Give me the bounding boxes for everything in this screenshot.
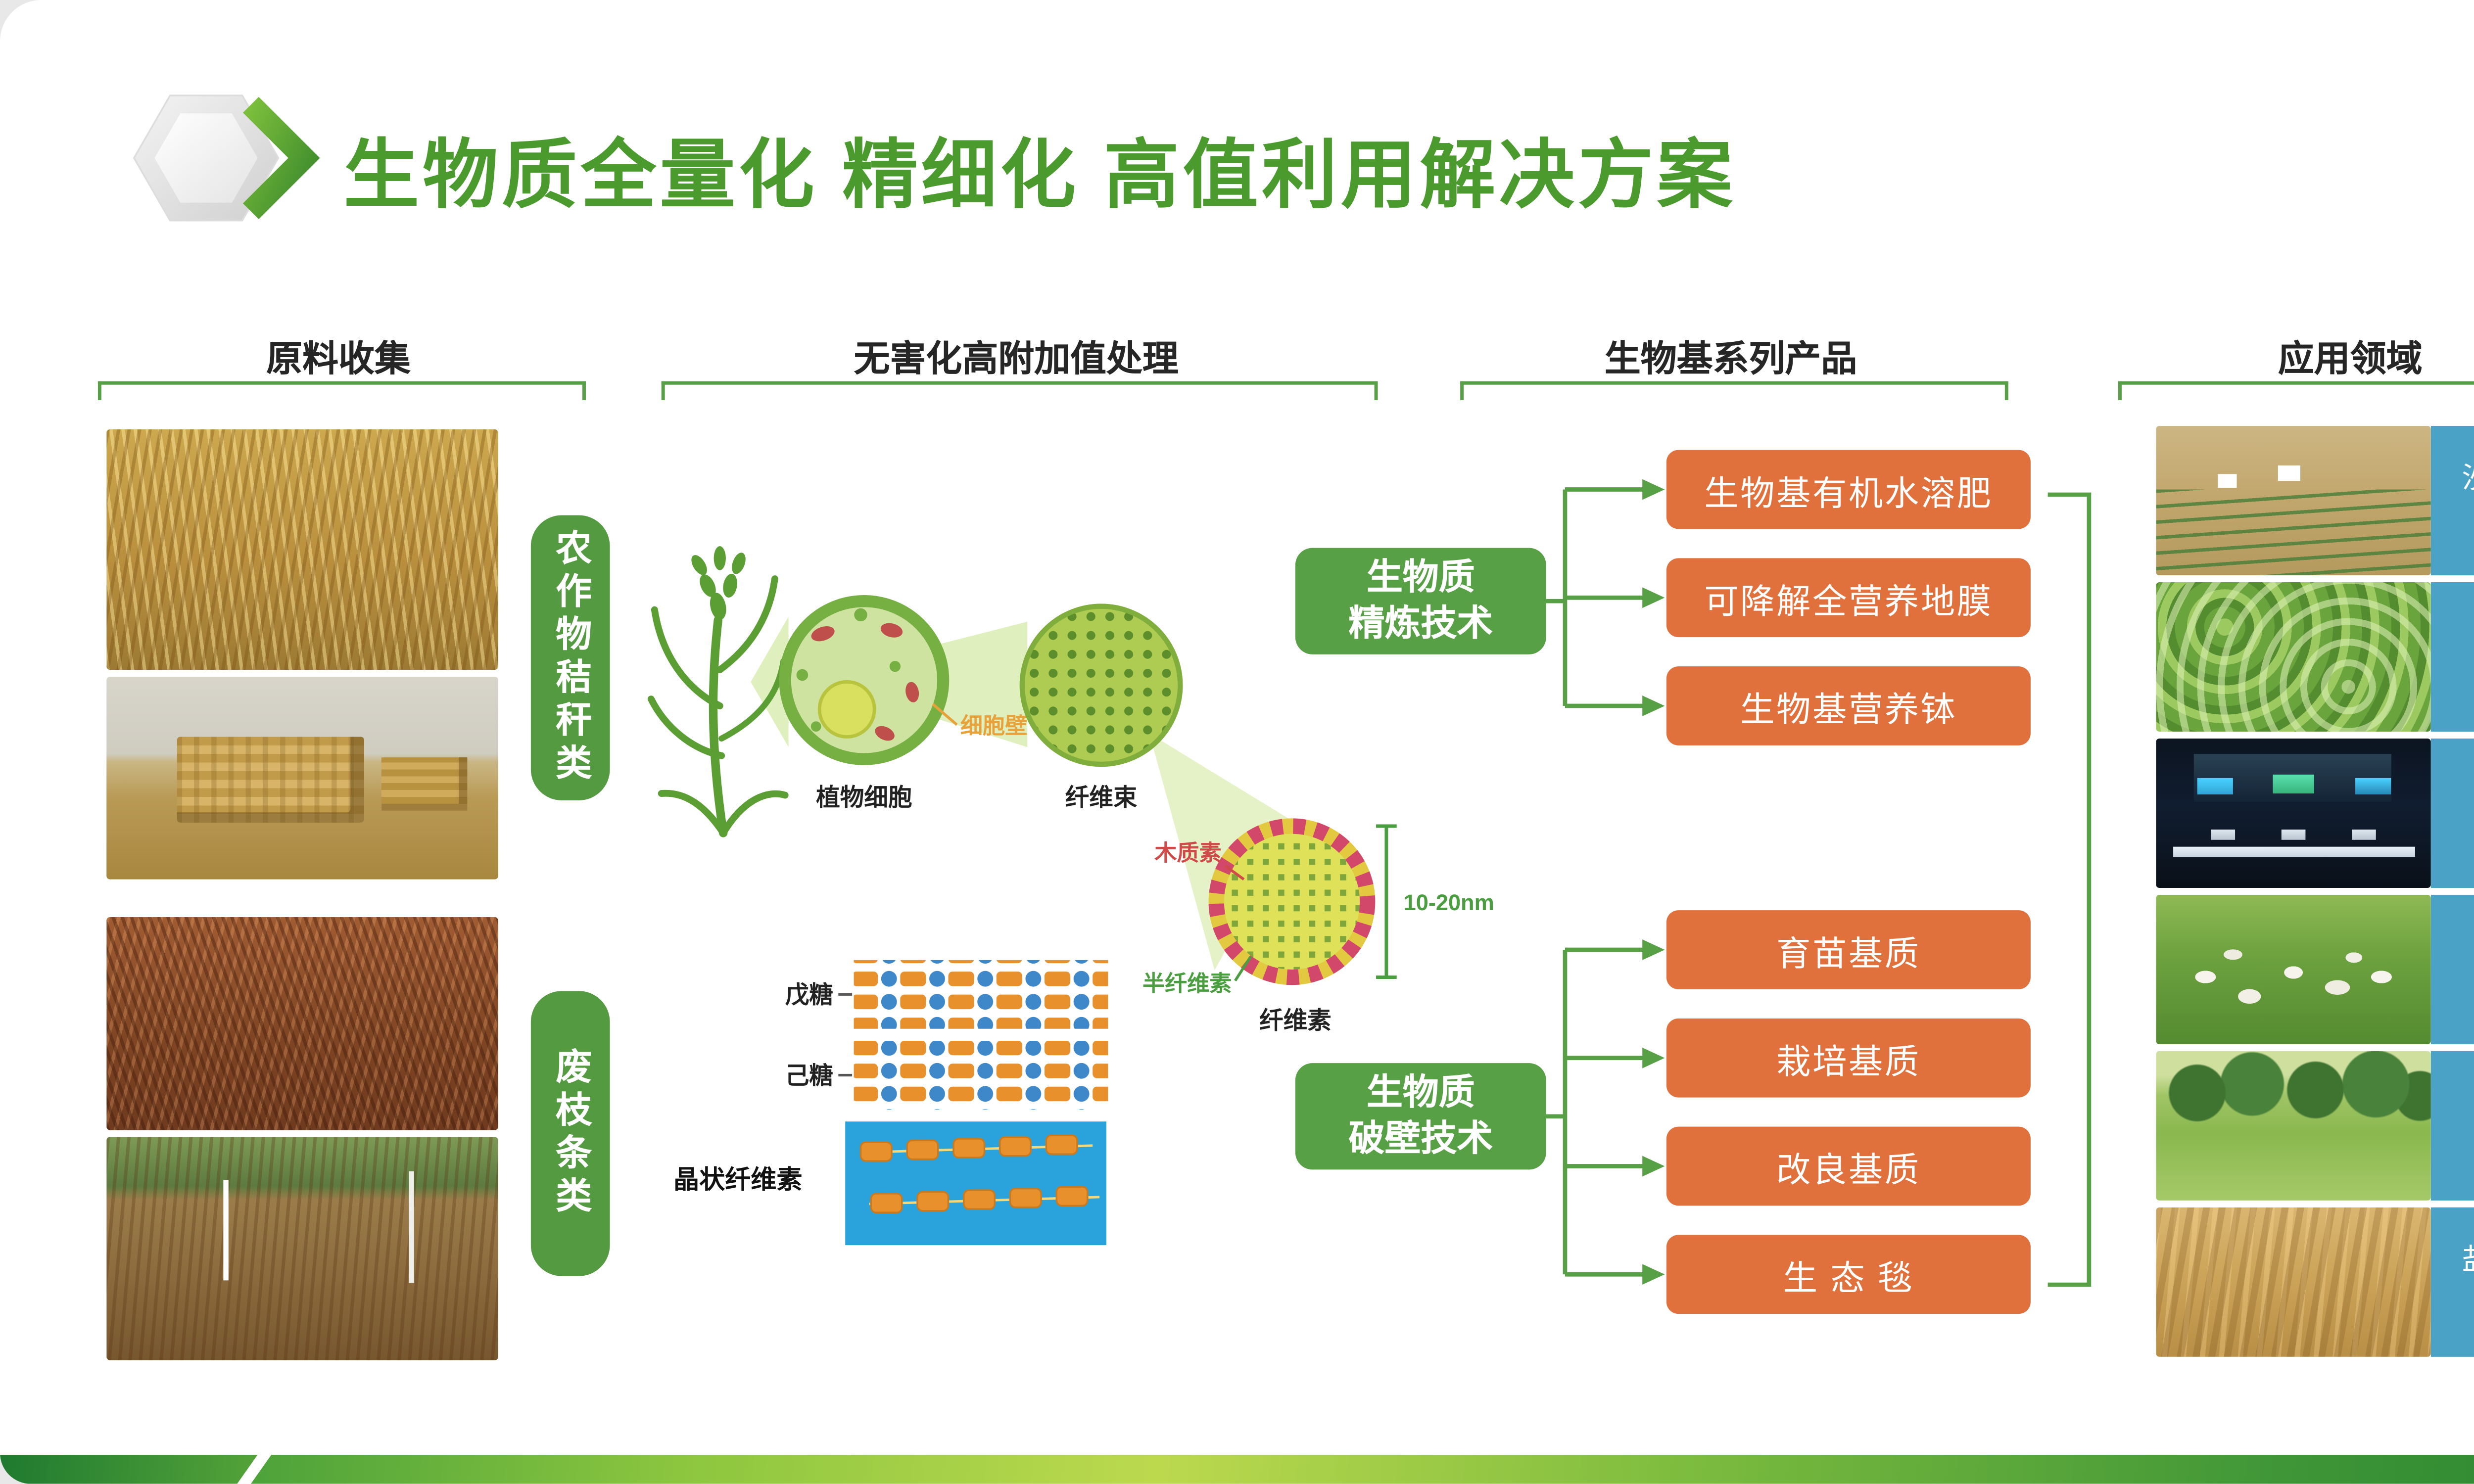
crystalline-cellulose-diagram xyxy=(845,1121,1106,1246)
tech-box-refining: 生物质 精炼技术 xyxy=(1295,548,1546,654)
product-box-improvement-substrate: 改良基质 xyxy=(1666,1126,2031,1206)
pentose-label: 戊糖 xyxy=(785,982,833,1009)
hexose-label: 己糖 xyxy=(785,1063,833,1089)
hexagon-chevron-icon xyxy=(133,94,320,222)
photo-orchard-prunings xyxy=(106,1137,498,1360)
app-label-desert-control: 沙漠化 治理 xyxy=(2430,426,2474,576)
cellulose-label: 纤维素 xyxy=(1259,1008,1332,1034)
app-label-saline-soil: 盐碱地 改良 xyxy=(2430,1207,2474,1357)
hemicellulose-label: 半纤维素 xyxy=(1142,971,1232,996)
photo-livestock xyxy=(2156,894,2431,1044)
cell-wall-leader-line xyxy=(932,703,958,726)
category-crop-straw: 农作物秸秆类 xyxy=(530,515,610,800)
bottom-ribbon xyxy=(250,1454,2474,1484)
product-box-nutrient-pot: 生物基营养钵 xyxy=(1666,666,2031,745)
page-title: 生物质全量化 精细化 高值利用解决方案 xyxy=(343,134,1736,218)
section-header-collection: 原料收集 xyxy=(266,340,411,380)
app-label-livestock: 畜牧 养殖 xyxy=(2430,894,2474,1044)
hexose-molecule-diagram xyxy=(854,1041,1108,1110)
photo-desert-control xyxy=(2156,426,2431,576)
bottom-ribbon-left xyxy=(0,1455,258,1484)
app-label-landscaping: 园林 绿化 xyxy=(2430,1051,2474,1201)
section-header-products: 生物基系列产品 xyxy=(1604,340,1857,380)
cell-wall-label: 细胞壁 xyxy=(960,713,1027,739)
crystalline-cellulose-label: 晶状纤维素 xyxy=(673,1166,802,1195)
section-header-processing: 无害化高附加值处理 xyxy=(854,340,1179,380)
tech-box-wall-breaking-line1: 生物质 xyxy=(1366,1072,1475,1113)
lignin-label: 木质素 xyxy=(1154,840,1221,865)
category-waste-branches: 废枝条类 xyxy=(530,991,610,1276)
pentose-molecule-diagram xyxy=(854,960,1108,1029)
product-box-water-soluble-fertilizer: 生物基有机水溶肥 xyxy=(1666,450,2031,529)
photo-agri-data xyxy=(2156,738,2431,888)
bracket-products xyxy=(1460,381,2008,400)
photo-corn-straw xyxy=(106,429,498,670)
app-label-line: 沙漠化 xyxy=(2462,459,2474,501)
photo-saline-soil xyxy=(2156,1207,2431,1357)
bracket-applications xyxy=(2118,381,2474,400)
app-label-soil-fertility: 肥力 提升 xyxy=(2430,582,2474,732)
fiber-size-label: 10-20nm xyxy=(1404,890,1494,915)
plant-cell-label: 植物细胞 xyxy=(816,784,912,811)
tech-box-refining-line2: 精炼技术 xyxy=(1348,604,1493,644)
fiber-cross-section-illustration xyxy=(1208,818,1376,985)
hemicellulose-leader-line xyxy=(1234,956,1252,982)
bracket-collection xyxy=(97,381,586,400)
photo-waste-branches xyxy=(106,917,498,1130)
plant-illustration-icon xyxy=(647,546,789,837)
tech-box-refining-line1: 生物质 xyxy=(1366,557,1475,598)
section-header-applications: 应用领域 xyxy=(2278,340,2423,380)
fiber-bundle-illustration xyxy=(1019,603,1183,767)
tech-box-wall-breaking-line2: 破壁技术 xyxy=(1348,1119,1493,1159)
tech-box-wall-breaking: 生物质 破壁技术 xyxy=(1295,1063,1546,1170)
lignin-leader-line xyxy=(1224,864,1245,881)
zoom-beams xyxy=(751,616,1295,971)
fiber-bundle-label: 纤维束 xyxy=(1065,784,1138,811)
photo-soil-fertility xyxy=(2156,582,2431,732)
product-box-cultivation-substrate: 栽培基质 xyxy=(1666,1018,2031,1098)
product-box-eco-blanket: 生 态 毯 xyxy=(1666,1235,2031,1314)
app-label-agri-data: 农业 数据 xyxy=(2430,738,2474,888)
photo-landscaping xyxy=(2156,1051,2431,1201)
plant-cell-illustration xyxy=(779,595,950,765)
product-box-degradable-mulch-film: 可降解全营养地膜 xyxy=(1666,558,2031,638)
dimension-bracket xyxy=(1376,824,1397,979)
app-label-line: 盐碱地 xyxy=(2462,1240,2474,1282)
product-box-seedling-substrate: 育苗基质 xyxy=(1666,910,2031,989)
bracket-processing xyxy=(661,381,1378,400)
photo-straw-bales xyxy=(106,676,498,880)
